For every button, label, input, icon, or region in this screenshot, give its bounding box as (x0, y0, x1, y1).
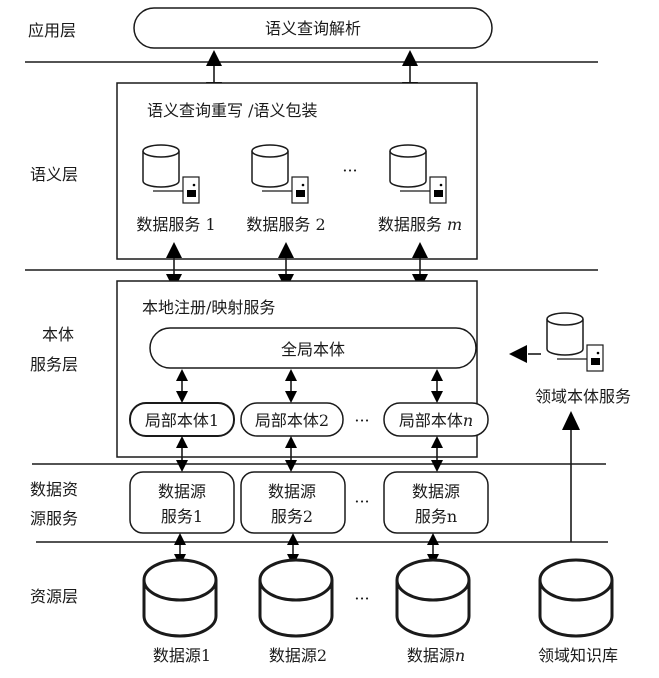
data-source-1-label: 数据源1 (153, 646, 211, 665)
layer-label-datasource-2: 源服务 (30, 509, 78, 528)
local-ontology-n-label: 局部本体n (399, 411, 473, 430)
data-source-n-label: 数据源n (407, 646, 465, 665)
data-source-service-n-box (383, 471, 489, 534)
data-source-n-cylinder-icon (395, 558, 471, 638)
arrow-left (509, 345, 541, 363)
data-source-2-label: 数据源2 (269, 646, 327, 665)
local-ontology-1-label: 局部本体1 (145, 411, 219, 430)
bidirectional-arrow (176, 369, 188, 403)
bidirectional-arrow (285, 369, 297, 403)
local-ontology-2-box (240, 402, 344, 437)
global-ontology-label: 全局本体 (281, 340, 345, 359)
data-source-service-n-line1: 数据源 (412, 482, 460, 501)
layer-label-semantic: 语义层 (30, 165, 78, 184)
data-source-service-1-line2: 服务1 (161, 507, 203, 526)
data-service-1-label: 数据服务 1 (136, 215, 215, 234)
data-service-2-label: 数据服务 2 (246, 215, 325, 234)
domain-ontology-service-label: 领域本体服务 (535, 387, 631, 406)
arrow-up (562, 411, 580, 542)
semantic-query-parsing-box (133, 7, 493, 49)
data-service-m-label: 数据服务 m (378, 215, 462, 234)
data-source-2-cylinder-icon (258, 558, 334, 638)
local-ontology-2-label: 局部本体2 (255, 411, 329, 430)
layer-label-ontology-1: 本体 (42, 325, 74, 344)
domain-knowledge-base-cylinder-icon (538, 558, 614, 638)
ontology-layer-title: 本地注册/映射服务 (142, 298, 275, 317)
data-source-service-1-line1: 数据源 (158, 482, 206, 501)
bidirectional-arrow (431, 369, 443, 403)
domain-ontology-service-icon (546, 312, 604, 372)
layer-label-ontology-2: 服务层 (30, 355, 78, 374)
global-ontology-box (149, 327, 477, 369)
semantic-layer-title: 语义查询重写 /语义包装 (147, 101, 317, 120)
data-source-service-1-box (129, 471, 235, 534)
domain-knowledge-base-label: 领域知识库 (538, 646, 618, 665)
local-ontology-n-box (383, 402, 489, 437)
ellipsis: ··· (354, 411, 369, 430)
semantic-query-parsing-label: 语义查询解析 (265, 19, 361, 38)
layer-label-application: 应用层 (28, 21, 76, 40)
data-source-service-2-line2: 服务2 (271, 507, 313, 526)
data-source-1-cylinder-icon (142, 558, 218, 638)
layer-label-datasource-1: 数据资 (30, 480, 78, 499)
bidirectional-arrow (176, 436, 188, 472)
data-source-service-n-line2: 服务n (415, 507, 457, 526)
data-source-service-2-line1: 数据源 (268, 482, 316, 501)
layer-label-resource: 资源层 (30, 587, 78, 606)
bidirectional-arrow (431, 436, 443, 472)
ellipsis: ··· (342, 161, 357, 180)
ellipsis: ··· (354, 492, 369, 511)
ellipsis: ··· (354, 589, 369, 608)
bidirectional-arrow (285, 436, 297, 472)
